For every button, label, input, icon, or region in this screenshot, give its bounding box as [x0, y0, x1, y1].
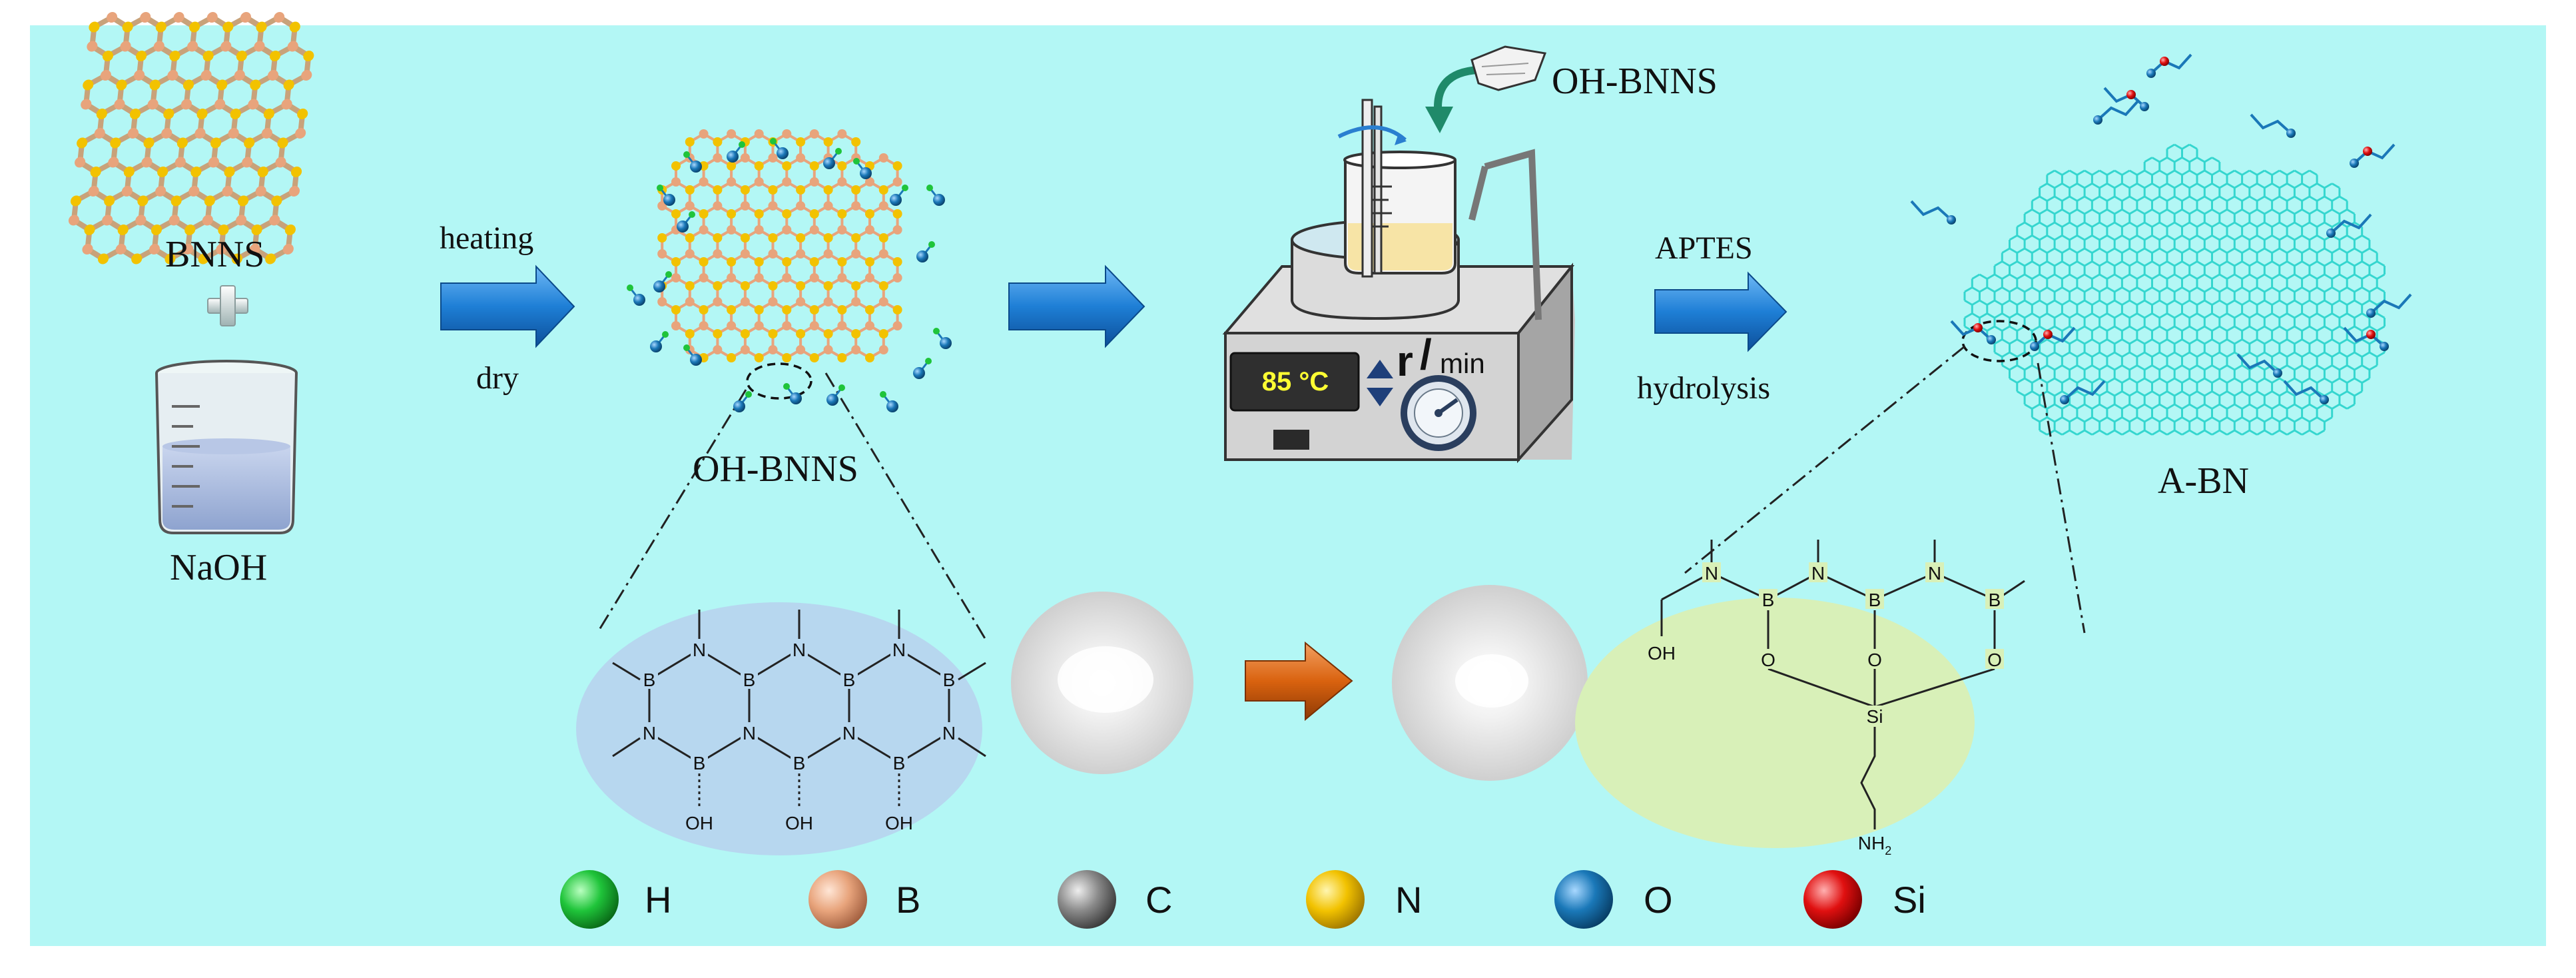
svg-text:N: N	[693, 640, 706, 660]
aptes-label: APTES	[1655, 231, 1753, 266]
legend-label-o: O	[1644, 879, 1673, 921]
svg-text:O: O	[1867, 650, 1882, 670]
bnns-sheet-model	[68, 12, 314, 264]
svg-text:B: B	[893, 753, 906, 773]
legend-label-h: H	[645, 879, 672, 921]
svg-text:N: N	[1928, 563, 1941, 584]
a-bn-sheet-model	[1963, 143, 2386, 436]
svg-text:N: N	[793, 640, 806, 660]
temperature-readout: 85 °C	[1261, 367, 1329, 396]
highlight-circle-left	[746, 362, 812, 400]
svg-text:O: O	[1761, 650, 1775, 670]
svg-text:B: B	[793, 753, 806, 773]
powder-photo-before	[1011, 592, 1193, 774]
legend-sphere-h	[560, 870, 619, 929]
legend-sphere-c	[1058, 870, 1116, 929]
svg-text:B: B	[1989, 590, 2001, 610]
svg-text:OH: OH	[785, 813, 813, 833]
magnetic-stirrer	[1222, 45, 1575, 464]
legend-label-si: Si	[1893, 879, 1926, 921]
heating-label: heating	[440, 221, 534, 256]
svg-text:B: B	[1762, 590, 1775, 610]
oh-bnns-chemical-structure: B N B N B N B N B N B N B N OH OH OH	[612, 610, 986, 833]
a-bn-chemical-structure: N B N B N B O O O Si OH NH2	[1648, 540, 2025, 857]
legend-sphere-si	[1803, 870, 1862, 929]
svg-text:OH: OH	[885, 813, 913, 833]
svg-text:OH: OH	[685, 813, 713, 833]
svg-text:N: N	[842, 723, 856, 743]
svg-text:N: N	[942, 723, 956, 743]
svg-text:O: O	[1987, 650, 2002, 670]
aptes-arrow	[1654, 271, 1787, 352]
heating-arrow	[440, 264, 575, 348]
svg-text:B: B	[693, 753, 706, 773]
svg-text:OH: OH	[1648, 643, 1676, 664]
temperature-display	[1229, 352, 1360, 412]
legend-label-b: B	[896, 879, 921, 921]
speed-unit-slash: /	[1420, 330, 1432, 378]
diagram-background	[30, 25, 2546, 946]
oh-bnns-flake-icon	[1470, 45, 1547, 91]
process-arrow	[1008, 264, 1145, 348]
power-switch	[1273, 430, 1309, 450]
oh-bnns-sheet-model	[657, 129, 902, 362]
zoom-connector-lines	[598, 345, 2086, 640]
powder-photo-after	[1392, 585, 1588, 781]
speed-unit-min: min	[1440, 348, 1485, 379]
legend-sphere-o	[1554, 870, 1613, 929]
svg-text:N: N	[1705, 563, 1718, 584]
svg-text:B: B	[743, 670, 756, 690]
legend-label-c: C	[1145, 879, 1173, 921]
svg-text:Si: Si	[1867, 706, 1883, 727]
hydrolysis-label: hydrolysis	[1637, 370, 1771, 406]
plus-icon	[207, 285, 248, 326]
svg-text:N: N	[1811, 563, 1825, 584]
svg-text:N: N	[892, 640, 906, 660]
svg-text:N: N	[743, 723, 756, 743]
legend-sphere-b	[808, 870, 867, 929]
atom-legend	[560, 870, 1862, 929]
bnns-label: BNNS	[165, 234, 265, 275]
svg-text:N: N	[643, 723, 656, 743]
a-bn-label: A-BN	[2158, 460, 2249, 502]
modification-arrow	[1245, 641, 1353, 722]
oh-bnns-label: OH-BNNS	[693, 448, 858, 490]
legend-sphere-n	[1306, 870, 1365, 929]
highlight-circle-right	[1961, 320, 2037, 362]
naoh-label: NaOH	[170, 547, 268, 588]
aptes-structure-ellipse	[1575, 598, 1975, 848]
svg-text:NH2: NH2	[1858, 833, 1891, 857]
svg-text:B: B	[1869, 590, 1881, 610]
naoh-beaker	[155, 360, 298, 534]
svg-text:B: B	[643, 670, 656, 690]
legend-label-n: N	[1395, 879, 1423, 921]
svg-text:B: B	[843, 670, 856, 690]
bn-structure-ellipse	[576, 602, 982, 855]
svg-text:B: B	[943, 670, 956, 690]
dry-label: dry	[476, 360, 519, 396]
oh-bnns-feed-label: OH-BNNS	[1552, 61, 1718, 102]
speed-unit-r: r	[1397, 337, 1413, 385]
